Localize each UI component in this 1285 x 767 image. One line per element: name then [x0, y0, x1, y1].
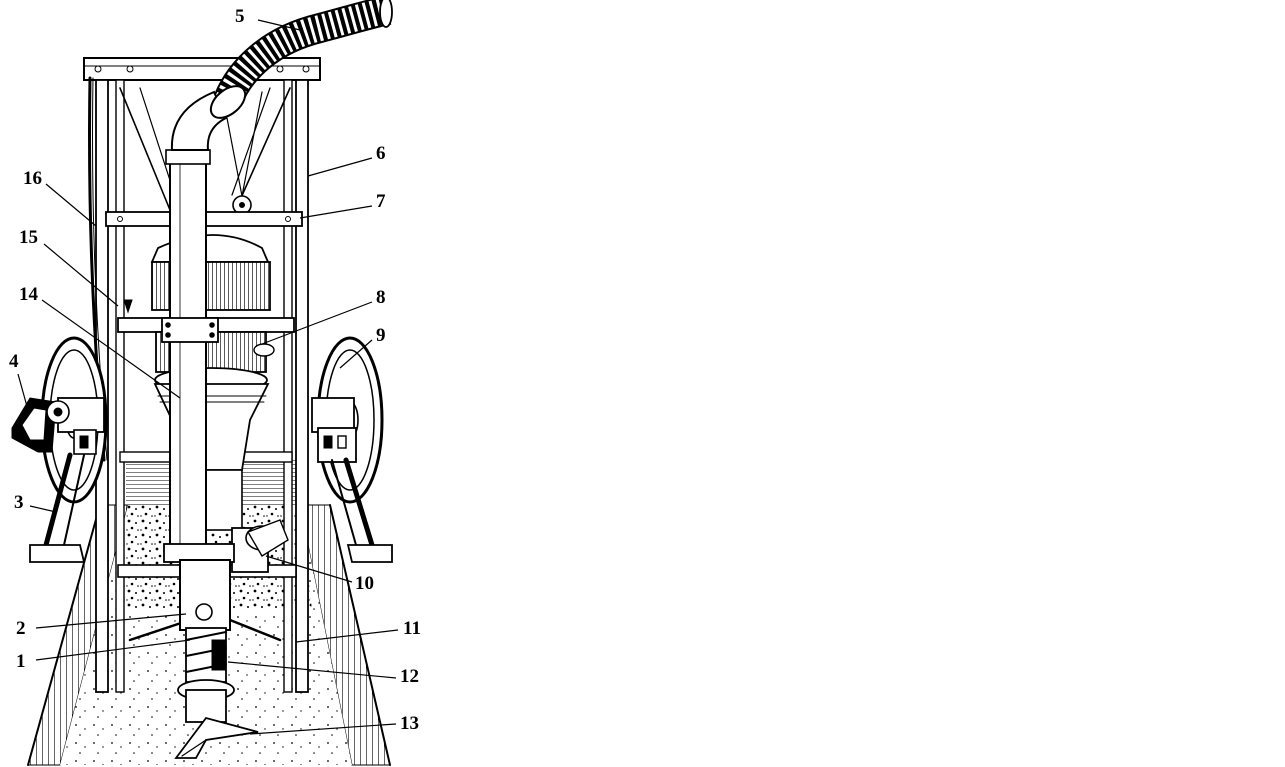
callout-7: 7 [376, 191, 386, 212]
left-clamp-bracket [11, 397, 105, 455]
callout-5: 5 [235, 6, 245, 27]
callout-1: 1 [16, 651, 26, 672]
callout-10: 10 [355, 573, 374, 594]
callout-16: 16 [23, 168, 42, 189]
left-support-leg [29, 452, 86, 563]
callout-14: 14 [19, 284, 39, 305]
main-pipe [161, 90, 259, 759]
side-outlet [231, 519, 289, 573]
guide-bracket [123, 299, 133, 314]
right-clamp-bracket [311, 397, 357, 463]
callouts: 5 6 7 8 9 10 11 12 13 14 15 16 4 3 2 1 [9, 6, 421, 734]
flexible-hose [209, 0, 393, 119]
callout-8: 8 [376, 287, 386, 308]
callout-13: 13 [400, 713, 419, 734]
right-support-leg [331, 457, 393, 563]
callout-12: 12 [400, 666, 419, 687]
callout-4: 4 [9, 351, 19, 372]
callout-6: 6 [376, 143, 386, 164]
callout-9: 9 [376, 325, 386, 346]
leader-lines [17, 19, 399, 735]
callout-2: 2 [16, 618, 26, 639]
callout-11: 11 [403, 618, 421, 639]
callout-15: 15 [19, 227, 38, 248]
callout-3: 3 [14, 492, 24, 513]
